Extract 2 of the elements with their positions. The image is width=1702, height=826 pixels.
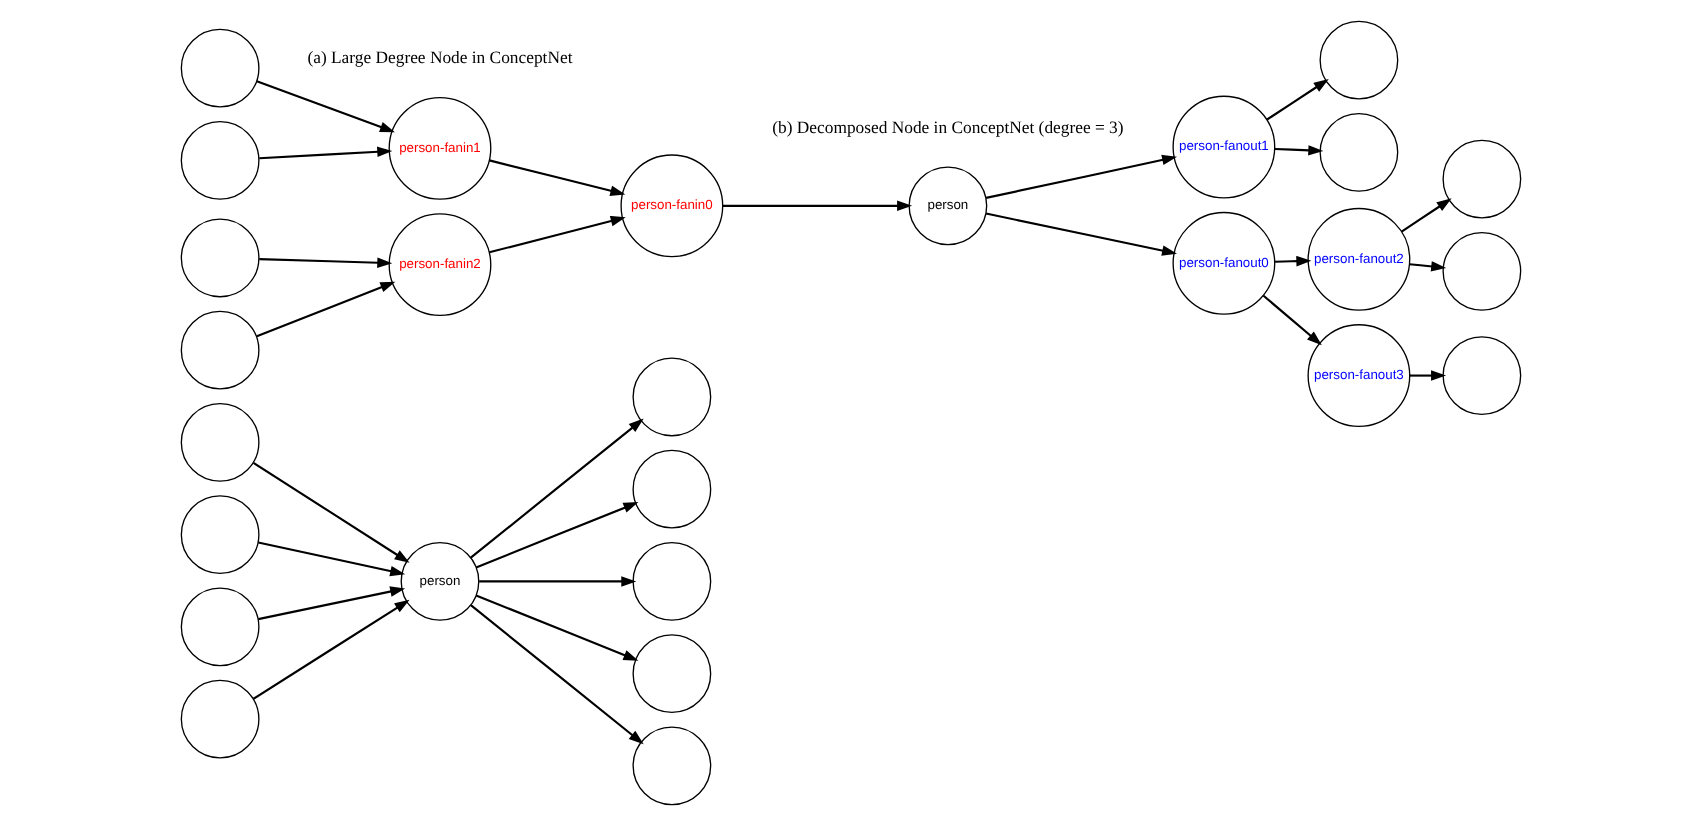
label: (b) Decomposed Node in ConceptNet (degree = 3): [772, 116, 1124, 137]
label: (a) Large Degree Node in ConceptNet: [307, 47, 573, 68]
